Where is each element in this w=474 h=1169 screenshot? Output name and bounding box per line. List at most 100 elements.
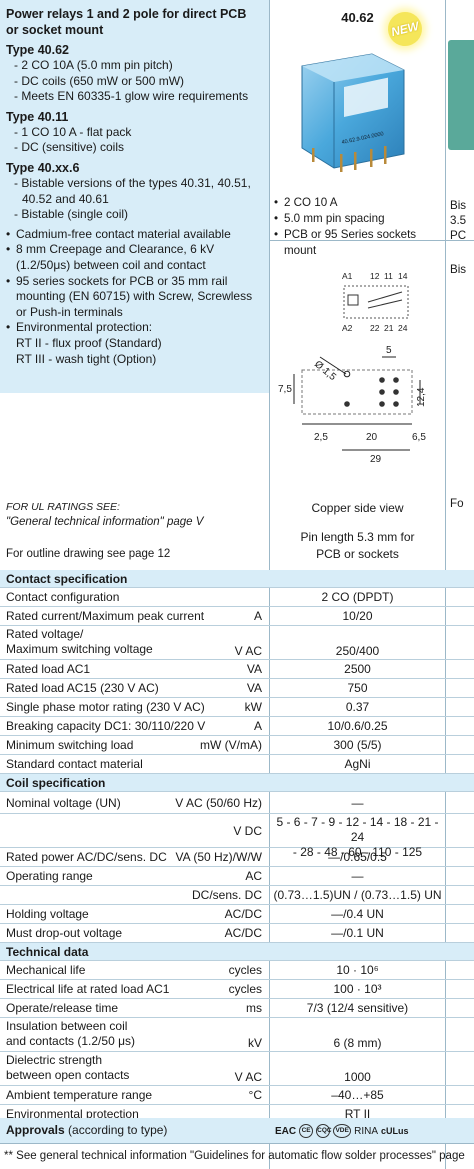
spec-label: Insulation between coil and contacts (1.…: [6, 1019, 135, 1048]
spec-row: Rated load AC15 (230 V AC) VA 750: [0, 679, 474, 698]
spec-row: V DC 5 - 6 - 7 - 9 - 12 - 14 - 18 - 21 - …: [0, 814, 474, 859]
spec-unit: kV: [247, 1036, 262, 1050]
spec-label: Rated load AC15 (230 V AC): [6, 681, 159, 695]
spec-label: Single phase motor rating (230 V AC): [6, 700, 205, 714]
spec-unit: DC/sens. DC: [191, 888, 262, 902]
dim-label: 12,4: [416, 387, 427, 407]
spec-value: 5 - 6 - 7 - 9 - 12 - 14 - 18 - 21 - 24 -…: [276, 815, 439, 859]
terminal-label: A1: [342, 271, 353, 281]
type-4011-heading: Type 40.11: [6, 109, 69, 124]
terminal-label: A2: [342, 323, 353, 333]
spec-value: 300 (5/5): [333, 738, 382, 752]
spec-label: Contact configuration: [6, 590, 120, 604]
dim-label: 20: [366, 432, 378, 443]
spec-value: —/0.65/0.5: [328, 850, 387, 864]
view-caption: Copper side view: [311, 501, 404, 515]
spec-label: Nominal voltage (UN): [6, 795, 121, 810]
type-4011-item: - DC (sensitive) coils: [14, 140, 125, 155]
spec-value: 6 (8 mm): [333, 1036, 382, 1050]
spec-value: —/0.1 UN: [331, 926, 384, 940]
notes: FOR UL RATINGS SEE: "General technical i…: [6, 500, 268, 560]
spec-unit: V AC: [234, 1070, 262, 1084]
spec-row: DC/sens. DC(0.73…1.5)UN / (0.73…1.5) UN: [0, 886, 474, 905]
spec-unit: A: [253, 609, 262, 623]
product-features: 2 CO 10 A 5.0 mm pin spacing PCB or 95 S…: [274, 195, 446, 259]
spec-unit: kW: [244, 700, 262, 714]
terminal-label: 11: [384, 271, 393, 281]
spec-unit: A: [253, 719, 262, 733]
spec-label: Operate/release time: [6, 1001, 119, 1015]
section-heading: Contact specification: [0, 570, 474, 588]
spec-label: Ambient temperature range: [6, 1088, 153, 1102]
spec-value: 2500: [344, 662, 371, 676]
type-40xx6-item: - Bistable versions of the types 40.31, …: [14, 175, 251, 190]
edge-text: Bis: [450, 263, 467, 276]
spec-value: 100 · 10³: [333, 982, 382, 996]
ce-logo: CE: [299, 1124, 314, 1138]
spec-unit: VA: [246, 681, 262, 695]
type-4062-item: - Meets EN 60335-1 glow wire requirement…: [14, 89, 249, 104]
spec-row: Insulation between coil and contacts (1.…: [0, 1018, 474, 1052]
model-number: 40.62: [341, 10, 374, 25]
spec-row: Nominal voltage (UN) V AC (50/60 Hz) —: [0, 792, 474, 814]
spec-unit: AC: [245, 869, 262, 883]
type-40xx6-item: - Bistable (single coil): [14, 207, 129, 222]
type-4011-item: - 1 CO 10 A - flat pack: [14, 124, 132, 139]
spec-value: 750: [347, 681, 368, 695]
feature-bullet: 95 series sockets for PCB or 35 mm rail …: [6, 274, 262, 321]
spec-value: 1000: [344, 1070, 371, 1084]
feature-bullet: Environmental protection:: [6, 320, 262, 336]
approval-logos: EAC CE CQC VDE RINA cULus: [275, 1122, 443, 1140]
spec-unit: V AC (50/60 Hz): [175, 795, 262, 810]
drawing-notes: Copper side view Pin length 5.3 mm for P…: [270, 500, 445, 563]
spec-label: Electrical life at rated load AC1: [6, 982, 170, 996]
spec-unit: V DC: [233, 823, 262, 838]
dim-label: 6,5: [412, 432, 426, 443]
type-40xx6-item: 40.52 and 40.61: [22, 191, 109, 206]
spec-value: RT II: [344, 1107, 371, 1121]
spec-row: Dielectric strength between open contact…: [0, 1052, 474, 1086]
spec-unit: °C: [248, 1088, 262, 1102]
approvals-note: (according to type): [68, 1123, 168, 1137]
product-column-header: 40.62 NEW 40.62.9.024.0000: [270, 0, 445, 240]
product-feature: PCB or 95 Series sockets mount: [274, 227, 446, 259]
pin-diagram: A1 12 11 14 A2 22 21 24 Ø 1,5 5 7,5 12,4…: [278, 271, 427, 465]
section-heading: Coil specification: [0, 774, 474, 792]
product-feature: 5.0 mm pin spacing: [274, 211, 446, 227]
feature-bullet: Cadmium-free contact material available: [6, 227, 262, 243]
spec-label: Dielectric strength between open contact…: [6, 1053, 130, 1082]
type-4062-item: - DC coils (650 mW or 500 mW): [14, 73, 185, 88]
edge-text: Bis: [450, 199, 467, 212]
feature-bullet: 8 mm Creepage and Clearance, 6 kV (1.2/5…: [6, 242, 262, 273]
relay-photo: 40.62.9.024.0000: [301, 53, 405, 172]
cqc-logo: CQC: [316, 1124, 332, 1138]
panel-title: Power relays 1 and 2 pole for direct PCB…: [6, 7, 247, 37]
env-line: RT III - wash tight (Option): [16, 351, 157, 366]
spec-value: AgNi: [344, 757, 371, 771]
terminal-label: 24: [398, 323, 408, 333]
spec-row: Rated voltage/ Maximum switching voltage…: [0, 626, 474, 660]
spec-value: 10/0.6/0.25: [327, 719, 388, 733]
spec-value: —: [351, 795, 364, 810]
terminal-label: 12: [370, 271, 380, 281]
culus-logo: cULus: [381, 1126, 409, 1136]
terminal-label: 22: [370, 323, 380, 333]
spec-unit: AC/DC: [224, 926, 262, 940]
spec-value: –40…+85: [331, 1088, 384, 1102]
edge-text: Fo: [450, 497, 464, 510]
spec-label: Rated voltage/ Maximum switching voltage: [6, 627, 153, 656]
spec-value: —: [351, 869, 364, 883]
dim-label: 2,5: [314, 432, 328, 443]
spec-unit: AC/DC: [224, 907, 262, 921]
spec-unit: cycles: [228, 982, 262, 996]
dim-label: 5: [386, 345, 392, 356]
outline-note: For outline drawing see page 12: [6, 548, 171, 560]
